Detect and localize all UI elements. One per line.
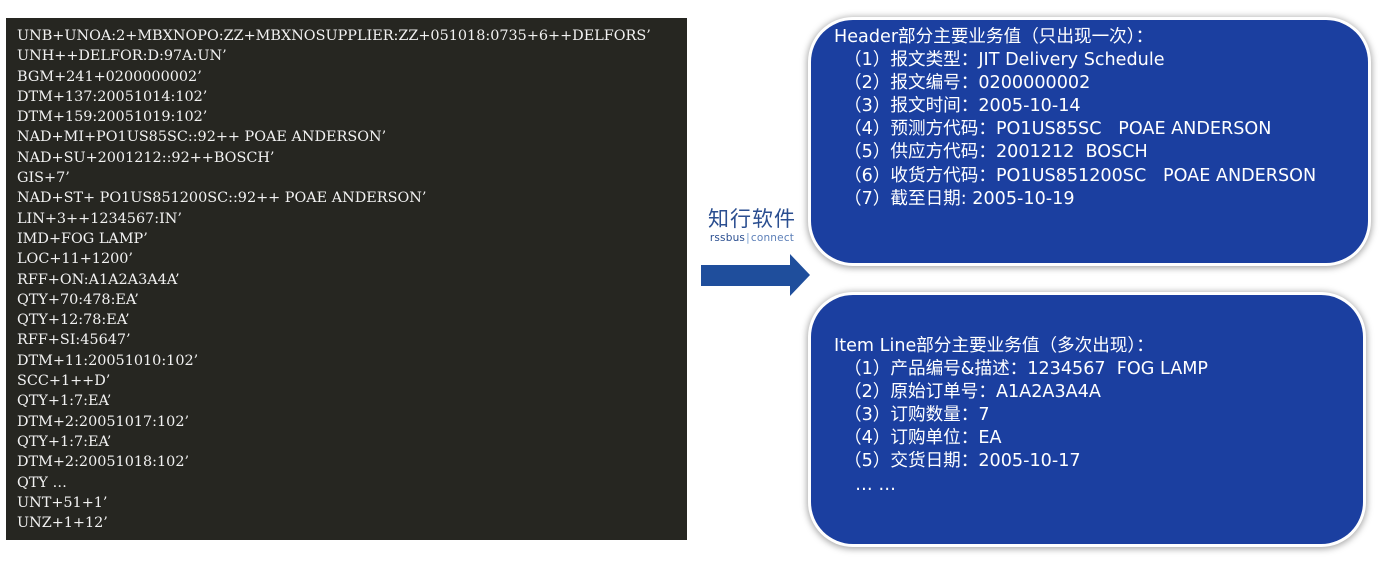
edi-line: NAD+MI+PO1US85SC::92++ POAE ANDERSON’ [17, 129, 387, 146]
edi-line: UNT+51+1’ [17, 494, 108, 511]
edi-line: QTY+1:7:EA’ [17, 433, 112, 450]
item-card-row: （3）订购数量：7 [844, 405, 990, 426]
edi-line: QTY+12:78:EA’ [17, 312, 130, 329]
header-card-row: （3）报文时间：2005-10-14 [844, 96, 1081, 117]
edi-line: IMD+FOG LAMP’ [17, 230, 148, 247]
item-card-ellipsis: … … [844, 474, 896, 495]
edi-line: DTM+159:20051019:102’ [17, 109, 208, 126]
edi-line: UNZ+1+12’ [17, 515, 108, 532]
edi-line: LIN+3++1234567:IN’ [17, 210, 182, 227]
edi-line: DTM+11:20051010:102’ [17, 352, 199, 369]
edi-message-panel: UNB+UNOA:2+MBXNOPO:ZZ+MBXNOSUPPLIER:ZZ+0… [6, 18, 687, 540]
header-card-row: （5）供应方代码：2001212 BOSCH [844, 142, 1148, 163]
brand-name-en: rssbus|connect [700, 232, 804, 244]
edi-line: DTM+137:20051014:102’ [17, 88, 208, 105]
edi-line: NAD+ST+ PO1US851200SC::92++ POAE ANDERSO… [17, 190, 427, 207]
arrow-shape [701, 254, 810, 296]
edi-line: DTM+2:20051017:102’ [17, 413, 190, 430]
item-line-values-card: Item Line部分主要业务值（多次出现）： （1）产品编号&描述：12345… [811, 295, 1363, 544]
edi-line: QTY … [17, 474, 67, 491]
item-card-title: Item Line部分主要业务值（多次出现）： [834, 336, 1154, 356]
right-arrow-icon [701, 254, 810, 296]
item-card-row: （1）产品编号&描述：1234567 FOG LAMP [844, 359, 1209, 380]
header-card-row: （1）报文类型：JIT Delivery Schedule [844, 50, 1165, 71]
edi-line: LOC+11+1200’ [17, 251, 133, 268]
edi-line: BGM+241+0200000002’ [17, 68, 202, 85]
brand-name-en-left: rssbus [709, 232, 746, 244]
item-card-row: （4）订购单位：EA [844, 428, 1002, 449]
header-card-row: （7）截至日期: 2005-10-19 [844, 188, 1075, 209]
header-card-title: Header部分主要业务值（只出现一次）： [834, 27, 1154, 47]
header-card-row: （4）预测方代码：PO1US85SC POAE ANDERSON [844, 119, 1272, 140]
edi-line: RFF+ON:A1A2A3A4A’ [17, 271, 180, 288]
brand-logo: 知行软件 rssbus|connect [700, 206, 804, 244]
edi-line: DTM+2:20051018:102’ [17, 454, 190, 471]
header-values-card: Header部分主要业务值（只出现一次）： （1）报文类型：JIT Delive… [811, 20, 1368, 263]
brand-name-en-right: connect [750, 232, 795, 244]
edi-line: SCC+1++D’ [17, 373, 111, 390]
edi-line: RFF+SI:45647’ [17, 332, 131, 349]
edi-line: UNB+UNOA:2+MBXNOPO:ZZ+MBXNOSUPPLIER:ZZ+0… [17, 28, 651, 44]
edi-line: NAD+SU+2001212::92++BOSCH’ [17, 149, 275, 166]
brand-name-cn: 知行软件 [708, 207, 796, 231]
edi-line: QTY+70:478:EA’ [17, 291, 139, 308]
header-card-row: （6）收货方代码：PO1US851200SC POAE ANDERSON [844, 165, 1317, 186]
header-card-row: （2）报文编号：0200000002 [844, 73, 1091, 94]
edi-line: GIS+7’ [17, 170, 70, 187]
edi-line: UNH++DELFOR:D:97A:UN’ [17, 48, 227, 65]
brand-name-en-separator: | [746, 232, 750, 244]
item-card-row: （5）交货日期：2005-10-17 [844, 451, 1081, 472]
edi-line: QTY+1:7:EA’ [17, 393, 112, 410]
item-card-row: （2）原始订单号：A1A2A3A4A [844, 382, 1101, 403]
